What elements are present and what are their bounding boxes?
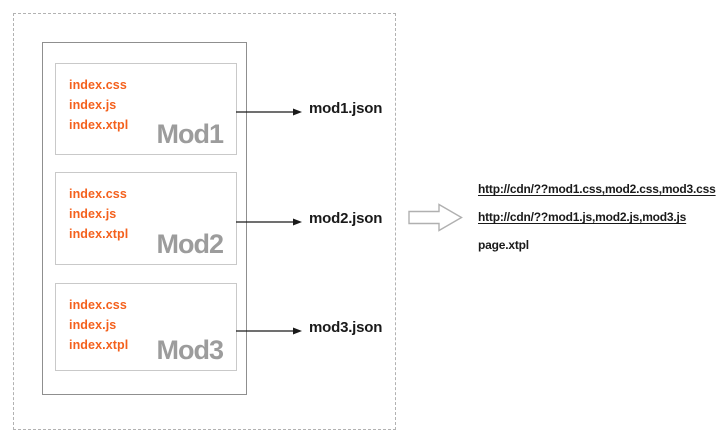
module-file-list: index.css index.js index.xtpl xyxy=(69,184,128,244)
module-file: index.css xyxy=(69,298,127,312)
module-file-list: index.css index.js index.xtpl xyxy=(69,75,128,135)
module-file: index.css xyxy=(69,78,127,92)
module-file: index.xtpl xyxy=(69,227,129,241)
module-name-label: Mod2 xyxy=(156,229,224,259)
right-arrow-icon xyxy=(236,323,302,335)
module-output-label: mod1.json xyxy=(309,99,383,117)
module-box-mod1: index.css index.js index.xtpl Mod1 xyxy=(55,63,237,155)
module-file: index.js xyxy=(69,318,117,332)
module-name-label: Mod3 xyxy=(156,335,224,365)
module-file: index.xtpl xyxy=(69,338,129,352)
module-output-label: mod2.json xyxy=(309,209,383,227)
module-file: index.js xyxy=(69,98,117,112)
page-boundary-frame xyxy=(13,13,396,430)
page-template-label: page.xtpl xyxy=(478,238,529,252)
module-file: index.css xyxy=(69,187,127,201)
module-file: index.js xyxy=(69,207,117,221)
combine-arrow-icon xyxy=(408,203,463,232)
module-name-label: Mod1 xyxy=(156,119,224,149)
right-arrow-icon xyxy=(236,104,302,116)
module-output-label: mod3.json xyxy=(309,318,383,336)
module-file: index.xtpl xyxy=(69,118,129,132)
right-arrow-icon xyxy=(236,214,302,226)
module-box-mod3: index.css index.js index.xtpl Mod3 xyxy=(55,283,237,371)
module-box-mod2: index.css index.js index.xtpl Mod2 xyxy=(55,172,237,265)
cdn-css-combo-url: http://cdn/??mod1.css,mod2.css,mod3.css xyxy=(478,182,716,196)
cdn-js-combo-url: http://cdn/??mod1.js,mod2.js,mod3.js xyxy=(478,210,687,224)
module-file-list: index.css index.js index.xtpl xyxy=(69,295,128,355)
